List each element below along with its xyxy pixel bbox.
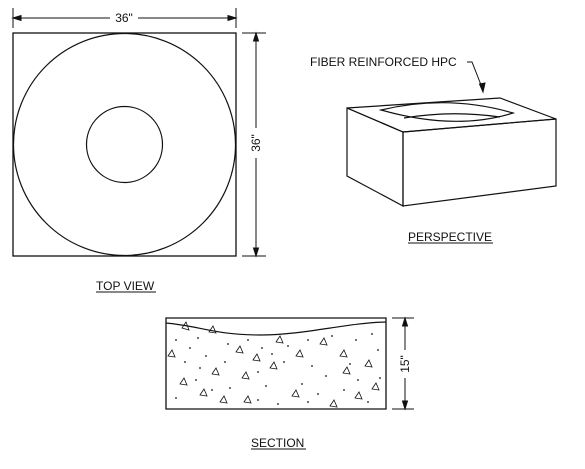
perspective-side-face xyxy=(402,118,557,207)
perspective-front-face xyxy=(346,107,404,208)
section-height-label: 15" xyxy=(398,355,412,373)
top-view-title: TOP VIEW xyxy=(96,279,155,293)
section-outline xyxy=(165,317,387,410)
section-height-dimension xyxy=(392,316,414,411)
section-basin-curve xyxy=(165,321,387,336)
section-aggregate-dots xyxy=(175,333,381,405)
perspective-title: PERSPECTIVE xyxy=(408,230,492,244)
top-view xyxy=(12,32,237,257)
top-view-outline xyxy=(12,32,237,257)
perspective-basin-inner-rim xyxy=(403,113,501,119)
section-view xyxy=(165,317,387,410)
material-label: FIBER REINFORCED HPC xyxy=(310,55,457,69)
top-view-inner-circle xyxy=(85,105,164,184)
top-depth-label: 36" xyxy=(249,134,263,152)
section-concrete-hatch xyxy=(167,321,380,408)
perspective-view xyxy=(346,97,557,208)
section-title: SECTION xyxy=(251,436,304,450)
top-width-dimension xyxy=(11,8,238,28)
top-view-outer-circle xyxy=(12,32,237,257)
material-leader-arrow xyxy=(467,61,486,94)
perspective-basin-opening xyxy=(378,102,516,122)
top-depth-dimension xyxy=(242,31,266,258)
top-width-label: 36" xyxy=(115,11,133,25)
